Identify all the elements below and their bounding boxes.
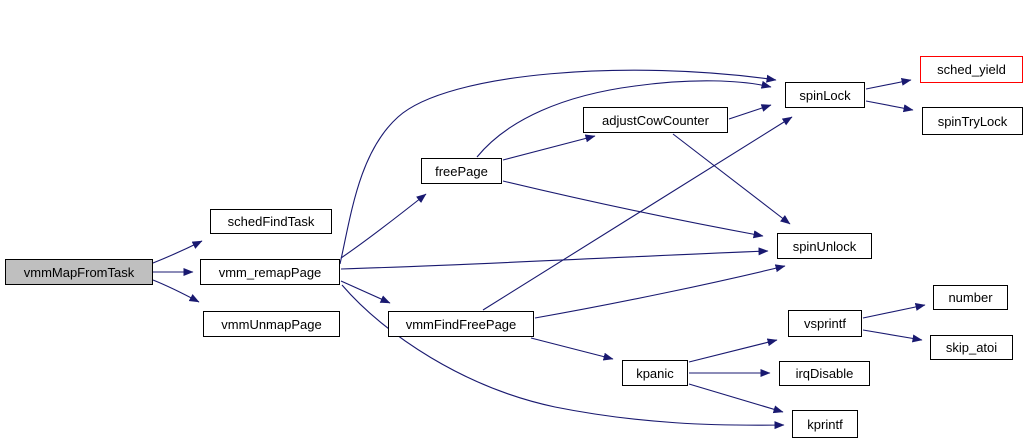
node-freePage[interactable]: freePage: [421, 158, 502, 184]
node-skip_atoi[interactable]: skip_atoi: [930, 335, 1013, 360]
node-label-adjustCowCounter: adjustCowCounter: [602, 112, 709, 128]
node-label-vmmUnmapPage: vmmUnmapPage: [221, 316, 322, 332]
node-vmmUnmapPage[interactable]: vmmUnmapPage: [203, 311, 340, 337]
edge-freePage-adjustCowCounter: [502, 134, 596, 161]
node-label-freePage: freePage: [435, 163, 488, 179]
node-label-number: number: [948, 290, 993, 305]
node-label-vmmFindFreePage: vmmFindFreePage: [405, 316, 517, 332]
edge-vsprintf-number: [862, 303, 926, 319]
edge-adjustCowCounter-spinUnlock: [672, 133, 791, 225]
node-label-kpanic: kpanic: [636, 365, 674, 381]
edge-kpanic-vsprintf: [688, 338, 778, 363]
node-label-vsprintf: vsprintf: [804, 316, 846, 331]
edge-vmmMapFromTask-schedFindTask: [152, 240, 203, 264]
node-schedFindTask[interactable]: schedFindTask: [210, 209, 332, 234]
node-label-vmmMapFromTask: vmmMapFromTask: [23, 264, 135, 280]
node-vmmFindFreePage[interactable]: vmmFindFreePage: [388, 311, 534, 337]
node-kprintf[interactable]: kprintf: [792, 410, 858, 438]
node-label-skip_atoi: skip_atoi: [945, 340, 998, 355]
edge-vmmFindFreePage-spinUnlock: [534, 264, 786, 319]
edge-vmmFindFreePage-spinLock: [482, 116, 793, 311]
node-label-sched_yield: sched_yield: [937, 62, 1006, 77]
node-label-vmm_remapPage: vmm_remapPage: [218, 264, 322, 280]
edge-vmmMapFromTask-vmmUnmapPage: [152, 279, 200, 303]
node-vsprintf[interactable]: vsprintf: [788, 310, 862, 337]
edge-spinLock-sched_yield: [865, 77, 912, 90]
node-label-spinTryLock: spinTryLock: [937, 113, 1008, 129]
edge-freePage-spinUnlock: [502, 180, 764, 239]
edge-vmm_remapPage-spinLock: [339, 69, 777, 265]
node-vmmMapFromTask[interactable]: vmmMapFromTask: [5, 259, 153, 285]
edge-freePage-spinLock: [476, 80, 772, 158]
edge-vmmFindFreePage-kpanic: [530, 337, 614, 361]
node-label-irqDisable: irqDisable: [795, 366, 854, 381]
node-sched_yield[interactable]: sched_yield: [920, 56, 1023, 83]
node-number[interactable]: number: [933, 285, 1008, 310]
node-label-schedFindTask: schedFindTask: [227, 214, 315, 229]
edge-kpanic-kprintf: [688, 383, 784, 414]
edge-spinLock-spinTryLock: [865, 100, 914, 113]
node-spinUnlock[interactable]: spinUnlock: [777, 233, 872, 259]
edge-vmm_remapPage-vmmFindFreePage: [340, 280, 391, 304]
node-label-spinLock: spinLock: [799, 87, 851, 103]
edge-vmm_remapPage-freePage: [340, 193, 427, 259]
node-label-kprintf: kprintf: [807, 416, 843, 432]
node-label-spinUnlock: spinUnlock: [792, 238, 857, 254]
node-vmm_remapPage[interactable]: vmm_remapPage: [200, 259, 340, 285]
node-adjustCowCounter[interactable]: adjustCowCounter: [583, 107, 728, 133]
edge-adjustCowCounter-spinLock: [728, 104, 772, 120]
edge-vmm_remapPage-spinUnlock: [340, 247, 769, 270]
node-kpanic[interactable]: kpanic: [622, 360, 688, 386]
node-irqDisable[interactable]: irqDisable: [779, 361, 870, 386]
node-spinTryLock[interactable]: spinTryLock: [922, 107, 1023, 135]
edge-vsprintf-skip_atoi: [862, 329, 923, 343]
node-spinLock[interactable]: spinLock: [785, 82, 865, 108]
